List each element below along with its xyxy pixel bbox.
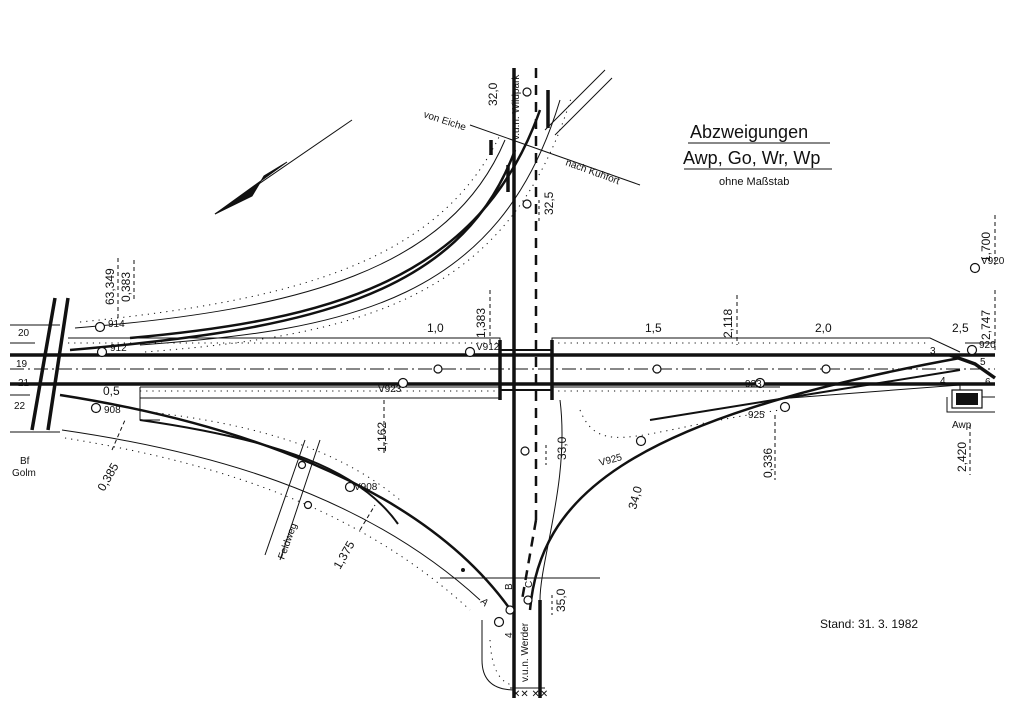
signal-v925 <box>635 435 647 447</box>
direction-von-eiche: von Eiche <box>422 109 468 133</box>
marker-main-3 <box>821 364 831 374</box>
signals: 914 912 V912 V923 923 908 V908 925 V925 … <box>90 87 1005 638</box>
km-35-0: 35,0 <box>554 588 568 612</box>
title-block: Abzweigungen Awp, Go, Wr, Wp ohne Maßsta… <box>683 122 832 188</box>
marker-bottom-dot <box>461 568 465 572</box>
marker-bottom-1 <box>520 446 530 456</box>
km-1375: 1,375 <box>330 538 357 571</box>
signal-914 <box>94 321 106 333</box>
km-1-0: 1,0 <box>427 321 444 335</box>
signal-923-label: 923 <box>745 379 762 390</box>
marker-feldweg-2 <box>303 500 313 510</box>
marker-top-2 <box>522 199 532 209</box>
marker-main-2 <box>652 364 662 374</box>
station-label-line2: Golm <box>12 468 36 479</box>
signal-v908 <box>344 481 356 493</box>
feldweg-label: Feldweg <box>276 522 299 561</box>
km-markers: 32,0 32,5 63,349 0,383 1,383 2,118 1,700… <box>94 82 996 615</box>
switch-3: 3 <box>930 346 936 357</box>
signal-v920 <box>969 262 981 274</box>
signal-925 <box>779 401 791 413</box>
direction-werder: v.u.n. Werder <box>520 622 531 682</box>
awp-junction: Awp 3 4 5 6 <box>930 346 997 431</box>
signal-914-label: 914 <box>108 319 125 330</box>
signal-c-label: C <box>524 581 535 588</box>
awp-label: Awp <box>952 420 972 431</box>
km-2747: 2,747 <box>979 310 993 340</box>
km-0-5: 0,5 <box>103 384 120 398</box>
signal-v912 <box>464 346 476 358</box>
km-1162: 1,162 <box>375 422 389 452</box>
signal-v920-label: V920 <box>981 256 1005 267</box>
km-32-0: 32,0 <box>486 82 500 106</box>
marker-top-1 <box>522 87 532 97</box>
km-2-0: 2,0 <box>815 321 832 335</box>
switch-4b: 4 <box>504 632 515 638</box>
signal-908 <box>90 402 102 414</box>
switch-20: 20 <box>18 328 30 339</box>
stand-date: Stand: 31. 3. 1982 <box>820 617 918 631</box>
switch-4: 4 <box>940 376 946 387</box>
direction-labels: von Eiche nach Kuhfort v.u.n. Wildpark v… <box>276 74 641 682</box>
km-2420: 2,420 <box>955 442 969 472</box>
km-34-0: 34,0 <box>625 484 645 510</box>
signal-920 <box>966 344 978 356</box>
title-line1: Abzweigungen <box>690 122 808 142</box>
km-1383: 1,383 <box>474 308 488 338</box>
curve-upper-left <box>69 69 613 353</box>
km-2118: 2,118 <box>721 309 735 338</box>
km-2-5: 2,5 <box>952 321 969 335</box>
km-33-0: 33,0 <box>555 436 569 460</box>
station-golm: 20 19 21 22 Bf Golm <box>10 297 70 479</box>
signal-b <box>505 605 515 615</box>
station-label-line1: Bf <box>20 456 30 467</box>
signal-v912-label: V912 <box>476 342 500 353</box>
km-0385: 0,385 <box>94 460 121 493</box>
signal-v923-label: V923 <box>378 384 402 395</box>
switch-21: 21 <box>18 378 30 389</box>
signal-925-label: 925 <box>748 410 765 421</box>
switch-19: 19 <box>16 359 28 370</box>
signal-923 <box>754 377 766 389</box>
km-32-5: 32,5 <box>542 191 556 215</box>
direction-wildpark: v.u.n. Wildpark <box>511 74 522 140</box>
signal-a <box>493 616 505 628</box>
signal-a-label: A <box>478 596 491 609</box>
title-subtitle: ohne Maßstab <box>719 176 789 188</box>
signal-v923 <box>397 377 409 389</box>
north-arrow-icon <box>214 119 353 215</box>
km-1700: 1,700 <box>979 232 993 262</box>
signal-912-label: 912 <box>110 343 127 354</box>
curve-lower-right <box>528 356 961 611</box>
km-63349: 63,349 <box>103 268 117 305</box>
switch-6: 6 <box>985 377 991 388</box>
signal-908-label: 908 <box>104 405 121 416</box>
curve-lower-left <box>59 393 514 613</box>
marker-main-1 <box>433 364 443 374</box>
km-0336: 0,336 <box>761 448 775 478</box>
title-line2: Awp, Go, Wr, Wp <box>683 148 820 168</box>
direction-nach-kuhfort: nach Kuhfort <box>564 157 621 187</box>
signal-912 <box>96 346 108 358</box>
marker-feldweg-1 <box>297 460 307 470</box>
switch-5: 5 <box>980 357 986 368</box>
svg-text:✕✕ ✕✕: ✕✕ ✕✕ <box>512 689 548 700</box>
signal-b-label: B <box>504 583 515 590</box>
main-line-vertical: ✕✕ ✕✕ <box>481 68 554 700</box>
km-1-5: 1,5 <box>645 321 662 335</box>
signal-920-label: 920 <box>979 340 996 351</box>
km-0383: 0,383 <box>119 272 133 302</box>
switch-22: 22 <box>14 401 26 412</box>
signal-v908-label: V908 <box>354 482 378 493</box>
signal-c-circle <box>523 595 533 605</box>
